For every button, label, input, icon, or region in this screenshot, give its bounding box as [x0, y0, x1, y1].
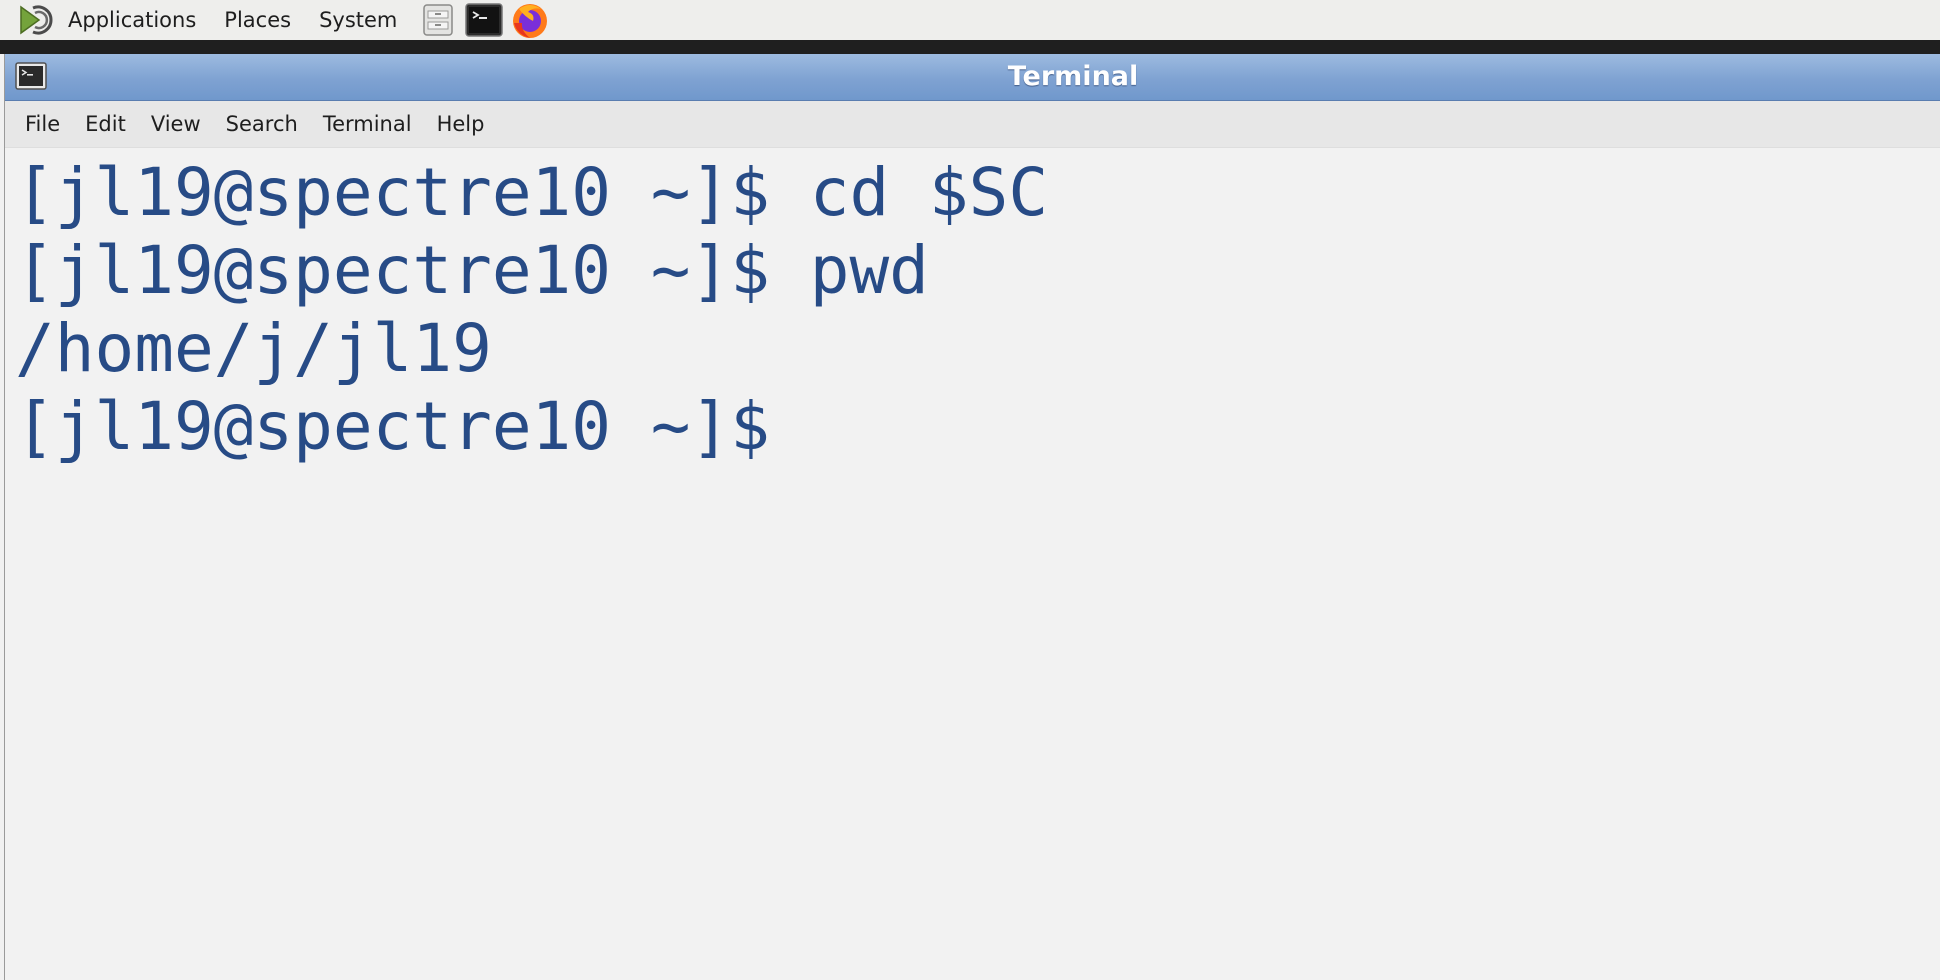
window-title: Terminal	[1007, 61, 1139, 92]
terminal-window: Terminal File Edit View Search Terminal …	[4, 54, 1940, 980]
panel-menu-places[interactable]: Places	[224, 8, 292, 32]
menu-terminal[interactable]: Terminal	[322, 112, 412, 136]
panel-menu-applications[interactable]: Applications	[68, 8, 197, 32]
menu-search[interactable]: Search	[225, 112, 298, 136]
top-panel: Applications Places System	[0, 0, 1940, 40]
menu-help[interactable]: Help	[436, 112, 485, 136]
terminal-line: [jl19@spectre10 ~]$ pwd	[15, 232, 929, 309]
terminal-icon[interactable]	[465, 1, 504, 39]
file-manager-icon[interactable]	[419, 1, 457, 39]
firefox-icon[interactable]	[511, 1, 549, 39]
menu-file[interactable]: File	[25, 112, 61, 136]
terminal-line: /home/j/jl19	[15, 310, 492, 387]
terminal-output-area[interactable]: [jl19@spectre10 ~]$ cd $SC [jl19@spectre…	[5, 148, 1940, 980]
panel-menu-system[interactable]: System	[319, 8, 398, 32]
window-menubar: File Edit View Search Terminal Help	[5, 101, 1940, 148]
window-titlebar[interactable]: Terminal	[5, 54, 1940, 101]
distro-logo-icon[interactable]	[16, 3, 58, 37]
terminal-line: [jl19@spectre10 ~]$ cd $SC	[15, 154, 1049, 231]
terminal-prompt-line: [jl19@spectre10 ~]$	[15, 388, 810, 465]
menu-edit[interactable]: Edit	[85, 112, 126, 136]
window-terminal-icon[interactable]	[15, 62, 47, 90]
panel-shadow-gap	[0, 40, 1940, 54]
menu-view[interactable]: View	[150, 112, 201, 136]
